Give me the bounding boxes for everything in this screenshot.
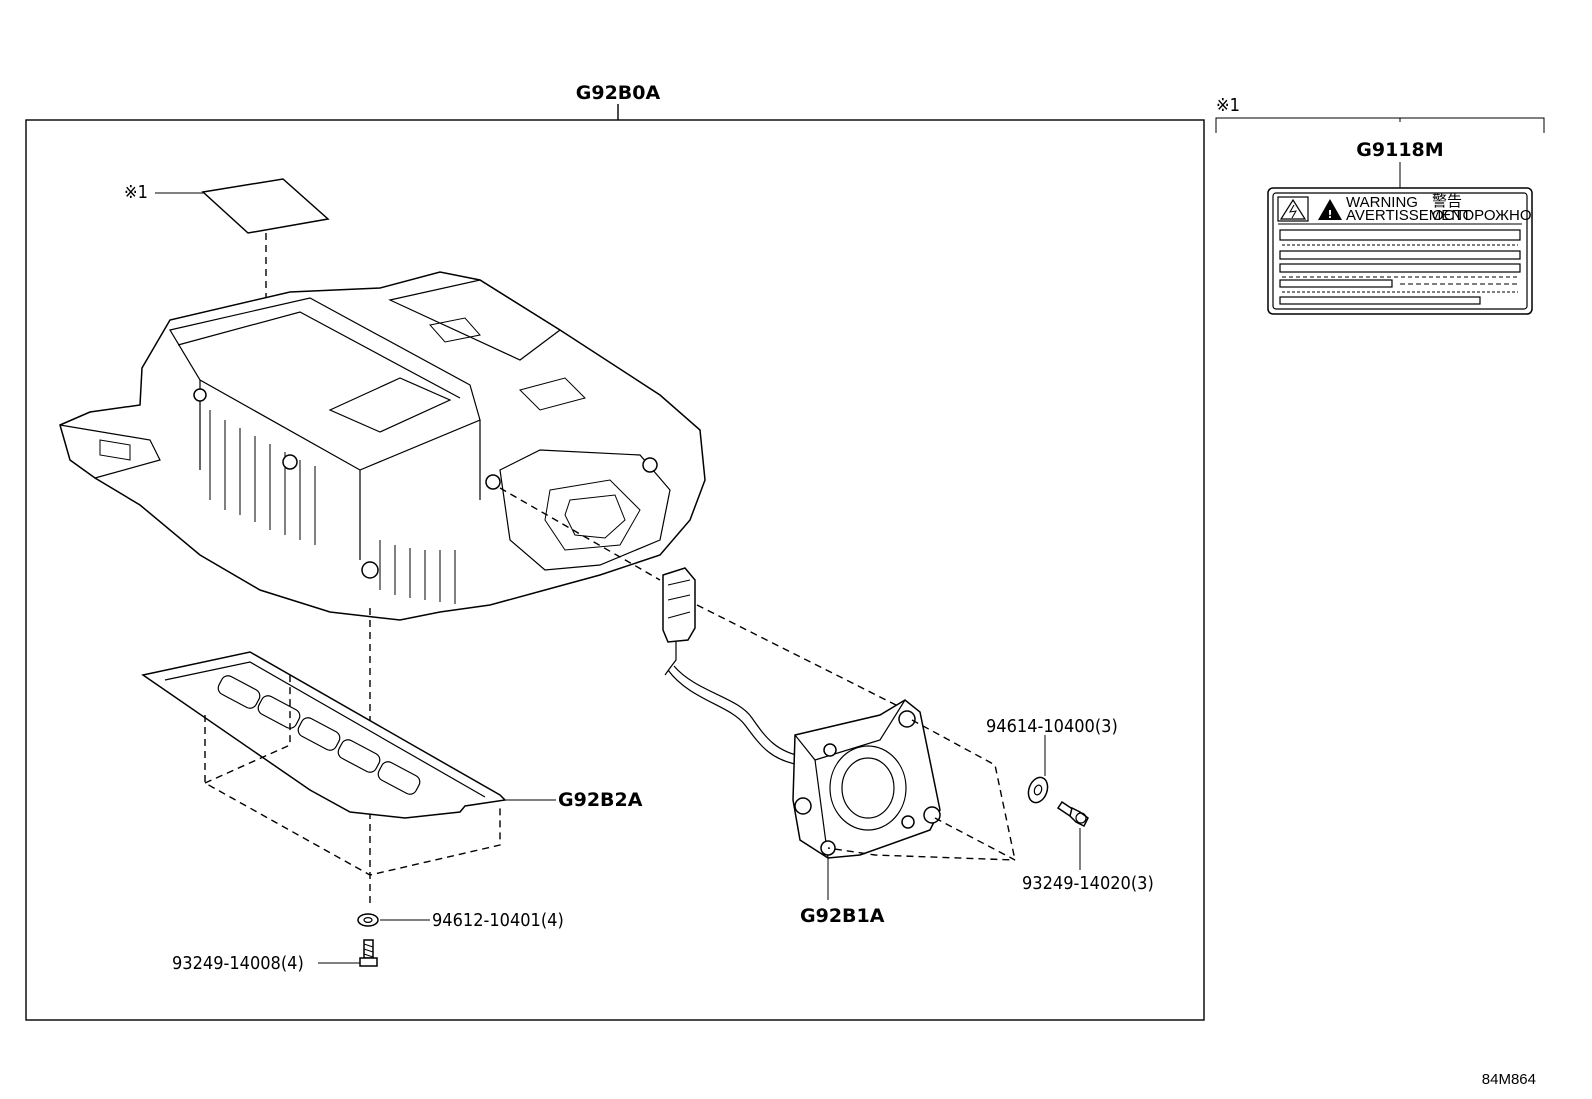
washer-b-callout[interactable]: 94612-10401(4)	[432, 910, 564, 931]
bolt-b[interactable]	[359, 939, 378, 967]
warning-label[interactable]: ! WARNING AVERTISSEMENT 警告 ОСТОРОЖНО	[1267, 187, 1533, 315]
washer-b[interactable]	[357, 913, 379, 927]
warning-text-fr: AVERTISSEMENT	[1346, 207, 1471, 224]
pump[interactable]	[792, 699, 941, 859]
washer-a[interactable]	[1025, 775, 1051, 806]
electric-hazard-icon	[1277, 196, 1309, 222]
inverter-assembly[interactable]	[59, 271, 706, 621]
cover-plate-mount-lines: G92B2A	[204, 672, 643, 876]
warning-text-ru: ОСТОРОЖНО	[1432, 207, 1532, 224]
label-panel-ref: ※1	[1216, 95, 1240, 116]
warning-triangle-icon: !	[1318, 199, 1342, 221]
svg-text:!: !	[1327, 208, 1332, 221]
assembly-frame: G92B0A	[25, 82, 1205, 1021]
label-sticker-shape[interactable]	[201, 178, 330, 234]
bolt-a-callout[interactable]: 93249-14020(3)	[1022, 873, 1154, 894]
pump-mount-lines	[827, 719, 1016, 861]
wire-harness	[667, 665, 806, 766]
cover-plate[interactable]	[141, 651, 507, 819]
warning-text-cn: 警告	[1432, 193, 1462, 210]
washer-a-callout[interactable]: 94614-10400(3)	[986, 716, 1118, 737]
label-panel-code[interactable]: G9118M	[1356, 139, 1443, 161]
sticker-ref-mark: ※1	[124, 182, 148, 203]
pump-code[interactable]: G92B1A	[800, 905, 885, 927]
connector[interactable]	[662, 567, 696, 676]
assembly-code[interactable]: G92B0A	[576, 82, 661, 104]
bolt-b-callout[interactable]: 93249-14008(4)	[172, 953, 304, 974]
bolt-a[interactable]	[1056, 800, 1089, 828]
label-panel: ※1 G9118M	[1215, 95, 1545, 188]
warning-text-en: WARNING	[1346, 194, 1418, 211]
diagram-id: 84M864	[1482, 1071, 1536, 1088]
cover-plate-code[interactable]: G92B2A	[558, 789, 643, 811]
